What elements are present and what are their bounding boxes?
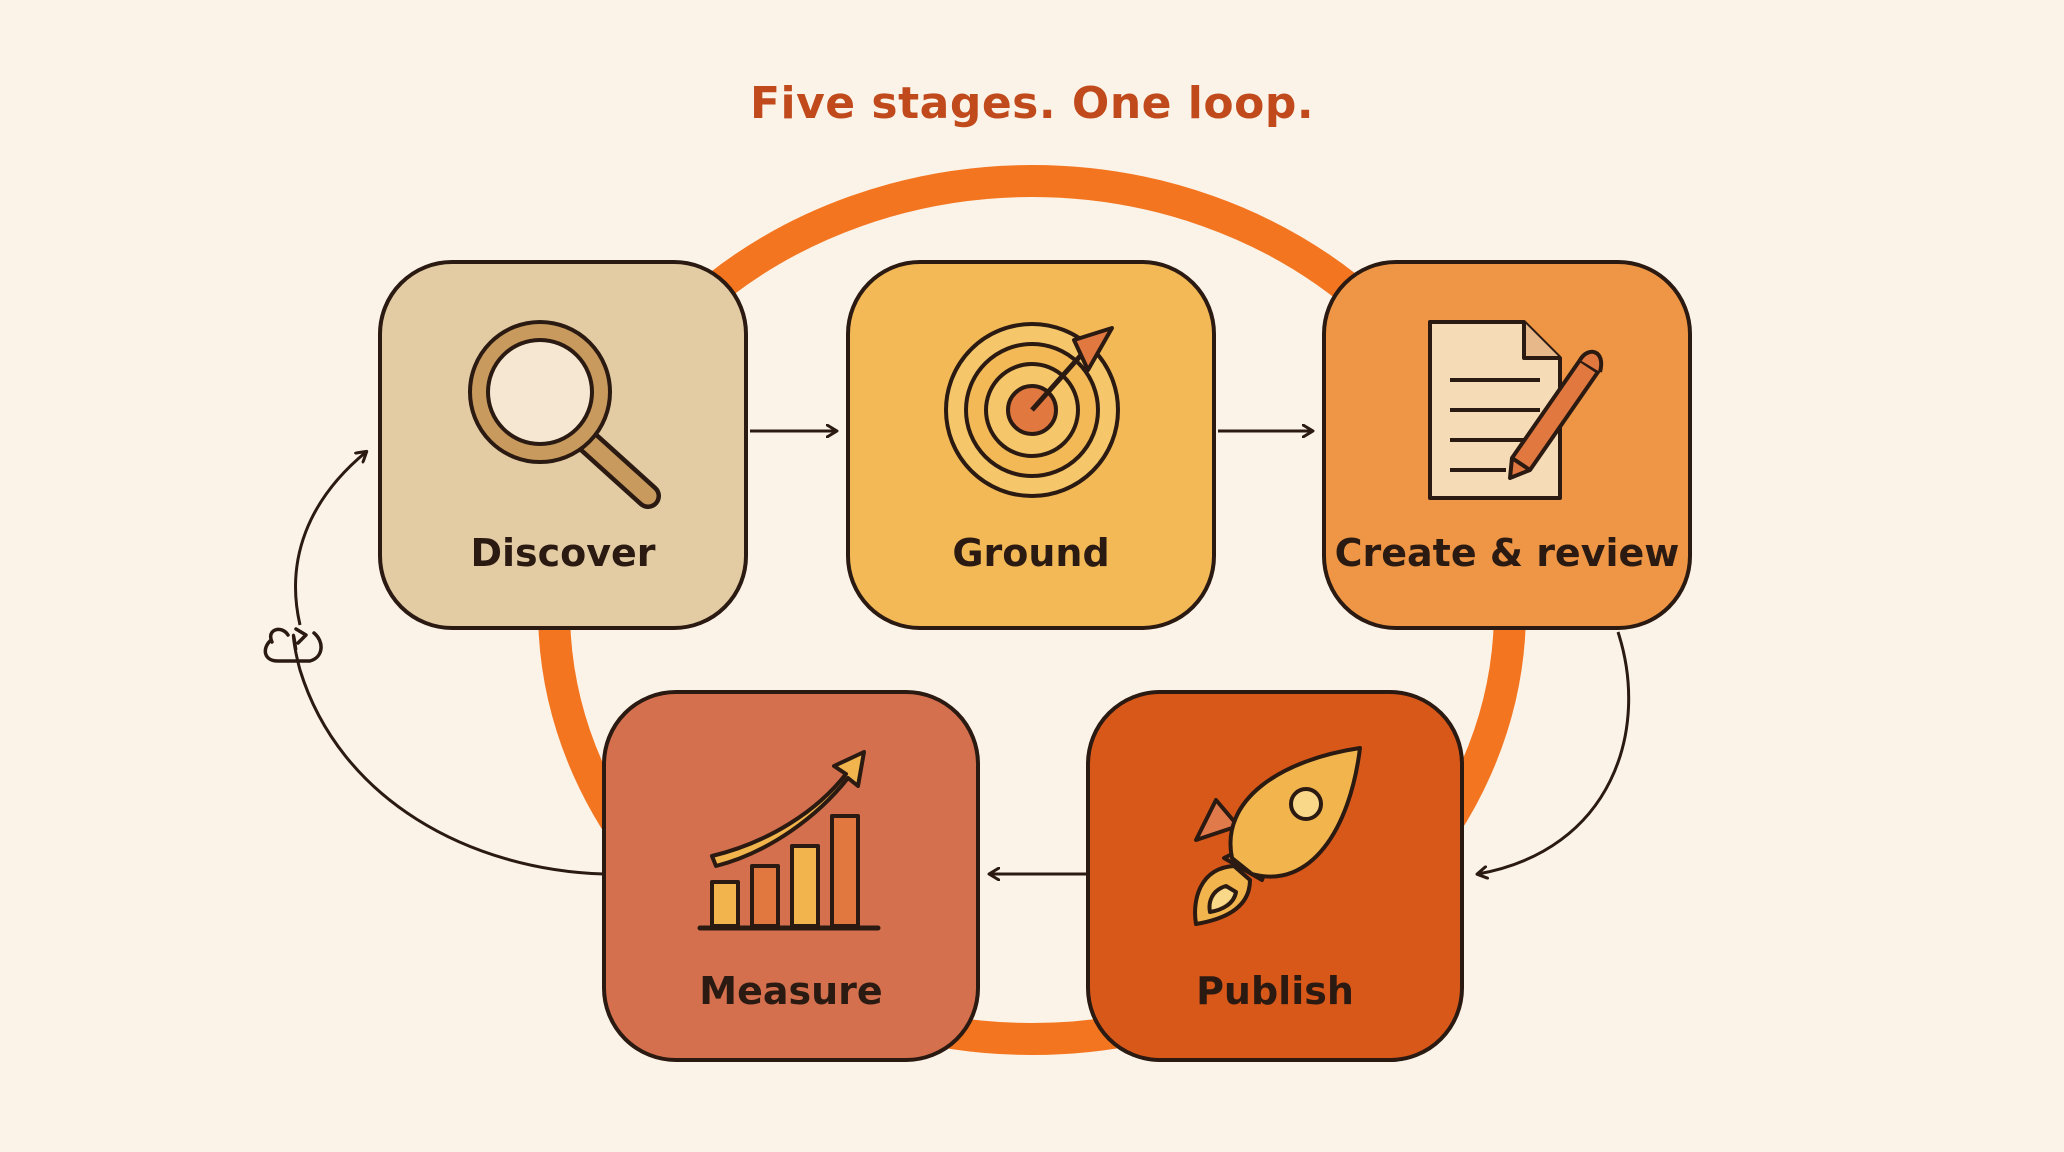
stage-discover: Discover xyxy=(378,260,748,630)
stage-ground: Ground xyxy=(846,260,1216,630)
rocket-icon xyxy=(1193,746,1362,926)
target-icon xyxy=(944,322,1120,498)
stage-measure: Measure xyxy=(602,690,980,1062)
magnifying-glass-icon xyxy=(468,320,661,509)
arrow-create-to-publish xyxy=(1478,631,1631,874)
refresh-loop-icon xyxy=(263,627,323,663)
diagram-title: Five stages. One loop. xyxy=(749,78,1315,129)
stage-publish: Publish xyxy=(1086,690,1464,1062)
stage-label-discover: Discover xyxy=(470,531,655,575)
arrow-measure-to-discover xyxy=(291,633,605,876)
growth-chart-icon xyxy=(697,750,881,931)
stage-label-publish: Publish xyxy=(1196,969,1354,1013)
stage-label-ground: Ground xyxy=(952,531,1109,575)
stage-label-create-review: Create & review xyxy=(1335,531,1680,575)
document-pen-icon xyxy=(1428,320,1604,500)
stage-create-review: Create & review xyxy=(1322,260,1692,630)
stage-label-measure: Measure xyxy=(699,969,882,1013)
arrow-loop-back-to-discover xyxy=(294,452,366,626)
